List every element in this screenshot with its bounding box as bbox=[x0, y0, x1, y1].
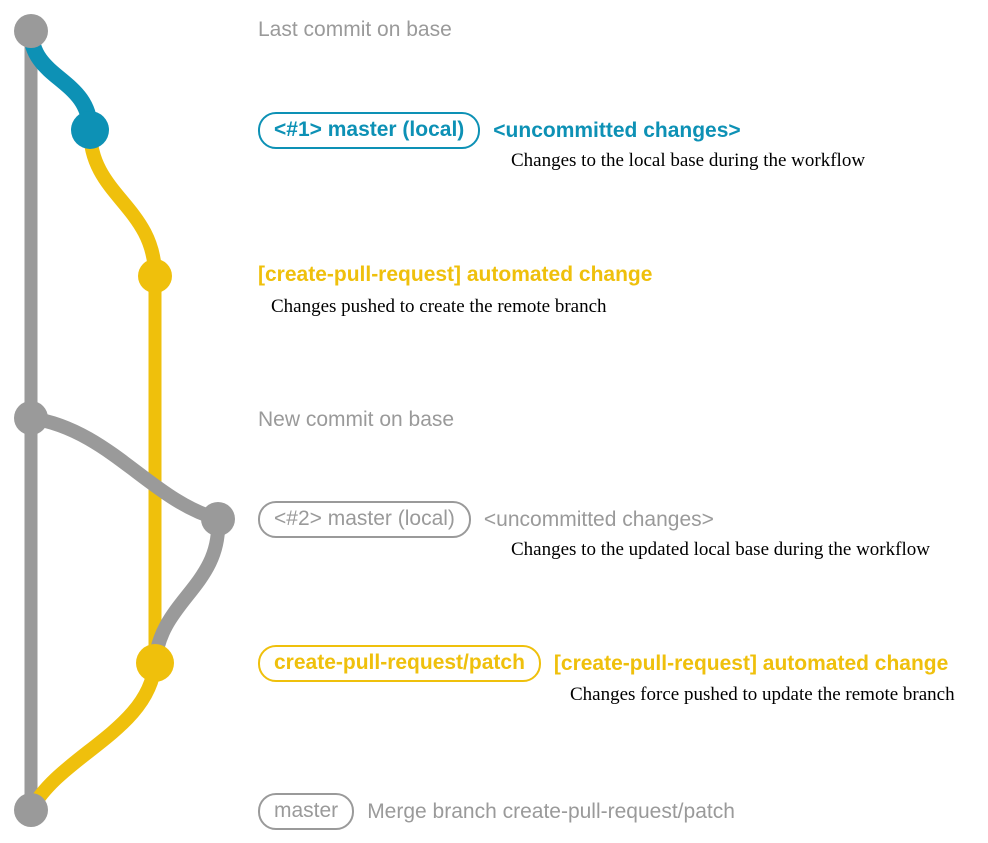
commit-subject-last-commit: Last commit on base bbox=[258, 18, 452, 41]
yellow-merge-edge bbox=[24, 656, 162, 817]
commit-node-new-commit-on-base[interactable] bbox=[14, 401, 48, 435]
branch-badge-master[interactable]: master bbox=[258, 793, 355, 830]
commit-description-automated-1: Changes pushed to create the remote bran… bbox=[271, 296, 607, 317]
commit-node-uncommitted-changes-2[interactable] bbox=[201, 502, 235, 536]
commit-node-automated-change-1[interactable] bbox=[138, 259, 172, 293]
commit-subject-merge: Merge branch create-pull-request/patch bbox=[367, 799, 735, 823]
commit-row-local-2: <#2> master (local) <uncommitted changes… bbox=[258, 501, 714, 538]
commit-row-new-commit: New commit on base bbox=[258, 408, 454, 432]
commit-subject-automated-1: [create-pull-request] automated change bbox=[258, 263, 653, 286]
commit-subject-new-commit: New commit on base bbox=[258, 408, 455, 431]
commit-row-last-commit: Last commit on base bbox=[258, 18, 452, 42]
gray-merge-edge bbox=[148, 512, 226, 670]
commit-row-automated-2: create-pull-request/patch [create-pull-r… bbox=[258, 645, 948, 682]
commit-subject-local-1: <uncommitted changes> bbox=[493, 118, 741, 142]
commit-row-merge: master Merge branch create-pull-request/… bbox=[258, 793, 735, 830]
branch-badge-master-local-2[interactable]: <#2> master (local) bbox=[258, 501, 471, 538]
commit-row-local-1: <#1> master (local) <uncommitted changes… bbox=[258, 112, 741, 149]
yellow-branch-edge-1 bbox=[83, 123, 162, 283]
branch-badge-master-local-1[interactable]: <#1> master (local) bbox=[258, 112, 481, 149]
commit-node-uncommitted-changes-1[interactable] bbox=[71, 111, 109, 149]
commit-node-merge[interactable] bbox=[14, 793, 48, 827]
gray-branch-edge-2 bbox=[24, 411, 225, 526]
commit-node-automated-change-2[interactable] bbox=[136, 644, 174, 682]
commit-node-last-commit-on-base[interactable] bbox=[14, 14, 48, 48]
commit-row-automated-1: [create-pull-request] automated change bbox=[258, 263, 652, 287]
commit-description-automated-2: Changes force pushed to update the remot… bbox=[570, 684, 955, 705]
commit-subject-local-2: <uncommitted changes> bbox=[483, 507, 714, 531]
commit-description-local-2: Changes to the updated local base during… bbox=[511, 539, 930, 560]
commit-description-local-1: Changes to the local base during the wor… bbox=[511, 150, 866, 171]
commit-subject-automated-2: [create-pull-request] automated change bbox=[553, 651, 949, 675]
branch-badge-create-pull-request-patch[interactable]: create-pull-request/patch bbox=[258, 645, 541, 682]
